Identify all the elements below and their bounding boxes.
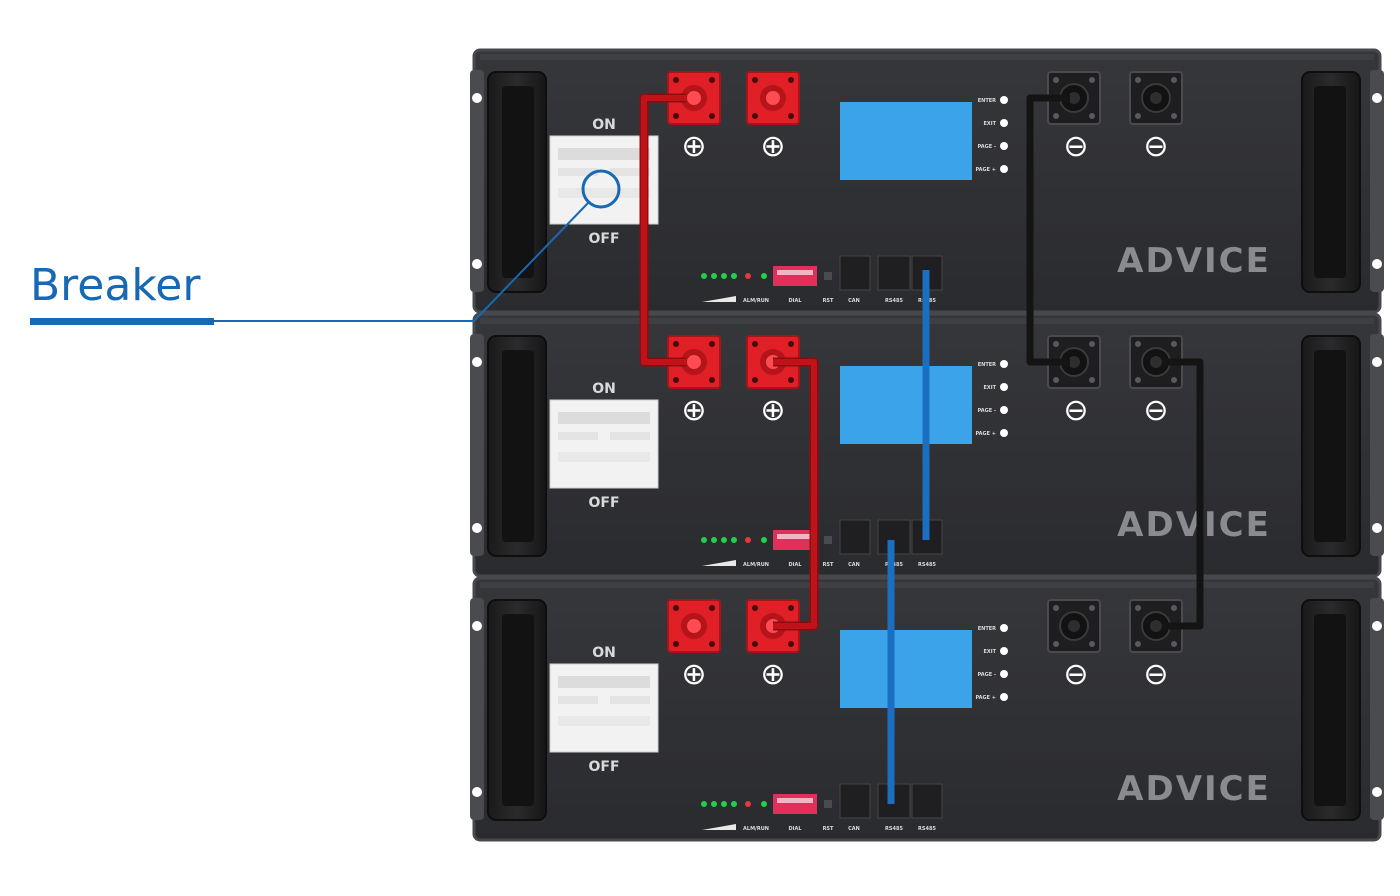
brand-logo: ADVICE	[1117, 769, 1271, 809]
brand-logo: ADVICE	[1117, 505, 1271, 545]
port-label-rst: RST	[823, 298, 834, 304]
breaker-off-label: OFF	[588, 759, 619, 775]
breaker-highlight-ring	[581, 169, 621, 209]
port-label-dial: DIAL	[788, 562, 802, 568]
battery-unit-2: ON OFF ⊕ ⊕ ⊖ ⊖ ENTER EXIT PAGE - PAGE + …	[468, 312, 1386, 578]
exit-button-label[interactable]: EXIT	[983, 649, 996, 655]
enter-button-label[interactable]: ENTER	[978, 98, 996, 104]
exit-button-label[interactable]: EXIT	[983, 121, 996, 127]
minus-symbol: ⊖	[1143, 393, 1168, 428]
breaker-on-label: ON	[592, 117, 616, 133]
battery-unit-3: ON OFF ⊕ ⊕ ⊖ ⊖ ENTER EXIT PAGE - PAGE + …	[468, 576, 1386, 842]
page-minus-button-label[interactable]: PAGE -	[978, 408, 996, 414]
page-minus-button-label[interactable]: PAGE -	[978, 144, 996, 150]
page-plus-button-label[interactable]: PAGE +	[975, 167, 996, 173]
port-label-can: CAN	[848, 826, 860, 832]
page-minus-button-label[interactable]: PAGE -	[978, 672, 996, 678]
exit-button-label[interactable]: EXIT	[983, 385, 996, 391]
port-label-alm-run: ALM/RUN	[743, 298, 769, 304]
port-label-dial: DIAL	[788, 826, 802, 832]
breaker-on-label: ON	[592, 381, 616, 397]
negative-terminal-1b[interactable]	[1129, 71, 1183, 125]
plus-symbol: ⊕	[681, 129, 706, 164]
port-label-alm-run: ALM/RUN	[743, 826, 769, 832]
minus-symbol: ⊖	[1063, 393, 1088, 428]
minus-symbol: ⊖	[1143, 129, 1168, 164]
negative-terminal-3a[interactable]	[1047, 599, 1101, 653]
plus-symbol: ⊕	[681, 393, 706, 428]
breaker-off-label: OFF	[588, 231, 619, 247]
plus-symbol: ⊕	[760, 393, 785, 428]
breaker-on-label: ON	[592, 645, 616, 661]
port-label-rst: RST	[823, 826, 834, 832]
port-label-rs485-b: RS485	[918, 562, 936, 568]
plus-symbol: ⊕	[681, 657, 706, 692]
negative-cable-2-3	[1162, 358, 1204, 630]
port-label-dial: DIAL	[788, 298, 802, 304]
callout-leader-line	[212, 202, 589, 322]
page-plus-button-label[interactable]: PAGE +	[975, 431, 996, 437]
positive-terminal-1b[interactable]	[746, 71, 800, 125]
brand-logo: ADVICE	[1117, 241, 1271, 281]
plus-symbol: ⊕	[760, 657, 785, 692]
port-label-rs485-a: RS485	[885, 826, 903, 832]
minus-symbol: ⊖	[1063, 129, 1088, 164]
port-label-rst: RST	[823, 562, 834, 568]
port-label-alm-run: ALM/RUN	[743, 562, 769, 568]
callout-label: Breaker	[30, 260, 201, 311]
callout-underline	[30, 318, 214, 325]
port-label-can: CAN	[848, 562, 860, 568]
port-label-can: CAN	[848, 298, 860, 304]
minus-symbol: ⊖	[1143, 657, 1168, 692]
enter-button-label[interactable]: ENTER	[978, 626, 996, 632]
page-plus-button-label[interactable]: PAGE +	[975, 695, 996, 701]
minus-symbol: ⊖	[1063, 657, 1088, 692]
port-label-rs485-a: RS485	[885, 298, 903, 304]
positive-terminal-3a[interactable]	[667, 599, 721, 653]
plus-symbol: ⊕	[760, 129, 785, 164]
battery-unit-1: ON OFF ⊕ ⊕ ⊖ ⊖ ENTER EXIT PAGE - PAGE + …	[468, 48, 1386, 314]
negative-cable-1-2	[1026, 94, 1070, 366]
enter-button-label[interactable]: ENTER	[978, 362, 996, 368]
breaker-off-label: OFF	[588, 495, 619, 511]
port-label-rs485-b: RS485	[918, 826, 936, 832]
